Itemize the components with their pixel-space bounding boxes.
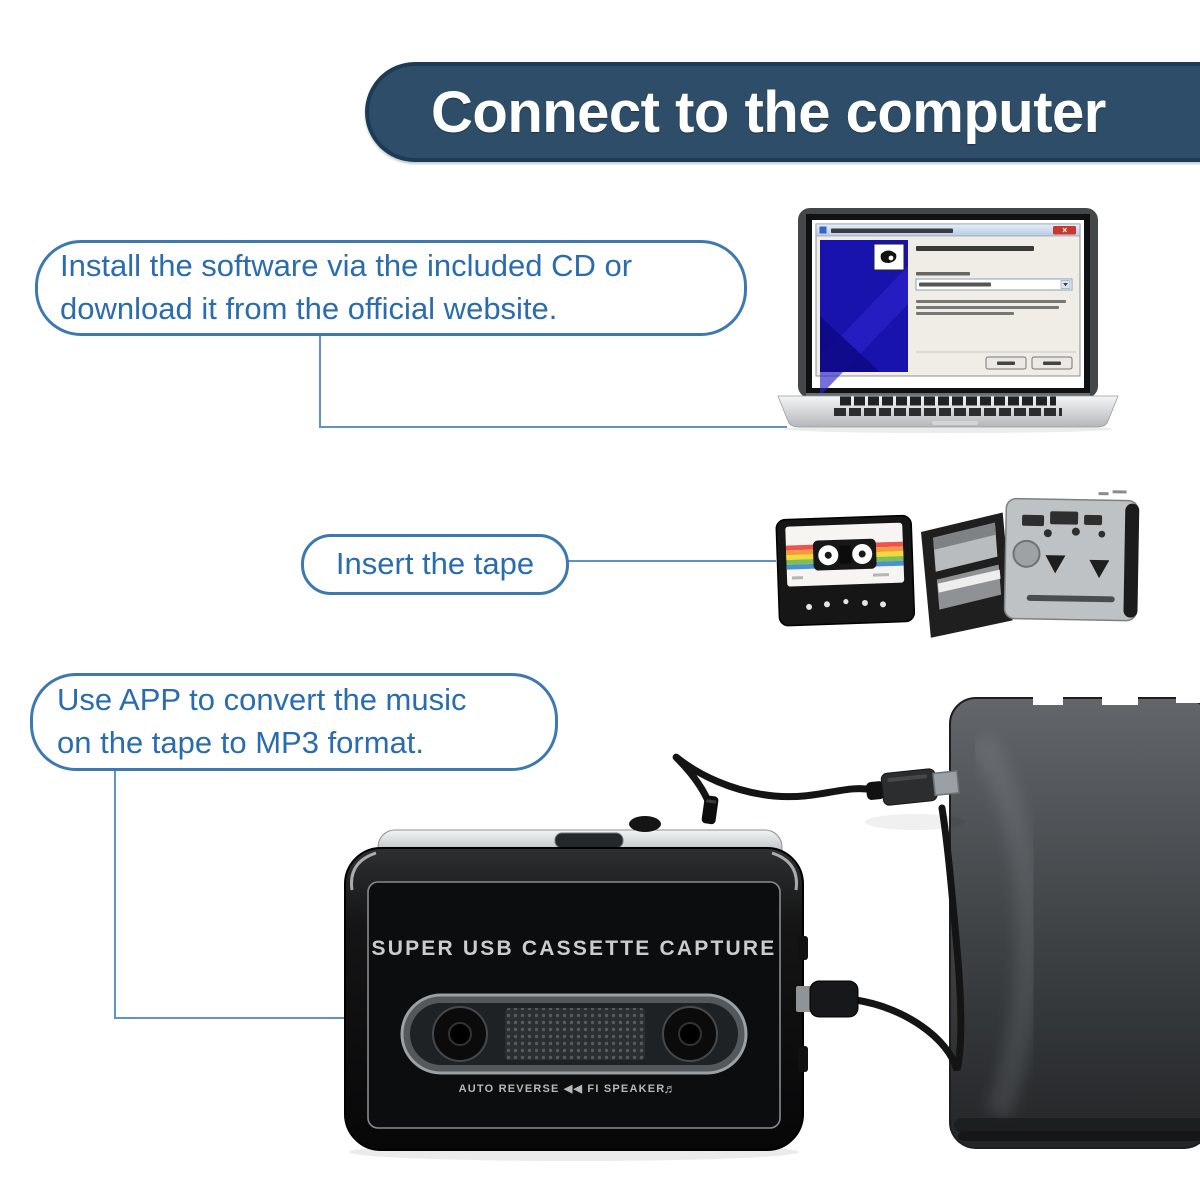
header-banner: Connect to the computer: [365, 62, 1200, 162]
laptop-trackpad-notch: [932, 421, 978, 425]
usb-cassette-converter-image: SUPER USB CASSETTE CAPTURE AUTO REVERSE …: [344, 795, 859, 1161]
player-capstan: [1012, 539, 1041, 568]
installer-combobox: [915, 278, 1073, 291]
tape-images: [775, 490, 1140, 638]
installer-next-button: [985, 356, 1027, 370]
device-switch-slot: [554, 832, 624, 849]
installer-laptop-image: [777, 208, 1119, 433]
installer-cancel-button: [1031, 356, 1073, 370]
laptop-hinge: [806, 393, 1090, 398]
player-body: [1003, 490, 1140, 622]
laptop-closed-image: [949, 690, 1200, 1149]
usb-plug: [865, 768, 960, 806]
device-cassette-window: [400, 993, 748, 1075]
bubble-line: Insert the tape: [335, 546, 535, 582]
device-side-button-2: [798, 1046, 808, 1072]
cassette-screw-holes: [806, 599, 887, 610]
device-title-text: SUPER USB CASSETTE CAPTURE: [372, 937, 777, 960]
bubble-line: Install the software via the included CD…: [60, 248, 633, 284]
page-title: Connect to the computer: [431, 79, 1106, 145]
installer-content: [915, 246, 1076, 370]
installer-sidebar: [820, 240, 908, 396]
bubble-line: download it from the official website.: [60, 291, 558, 326]
device-side-button-1: [798, 936, 808, 960]
step-bubble-insert-tape: Insert the tape: [301, 534, 569, 595]
step-bubble-use-app: Use APP to convert the music on the tape…: [30, 673, 558, 771]
installer-app-icon: [819, 226, 827, 234]
bubble-line: Use APP to convert the music: [57, 682, 467, 718]
device-subtitle-text: AUTO REVERSE ◀◀ FI SPEAKER: [459, 1083, 666, 1095]
connector-step1: [319, 331, 787, 428]
mini-usb-plug: [796, 980, 859, 1018]
laptop-port-notches: [1033, 690, 1200, 705]
connector-step3: [114, 766, 344, 1019]
music-note-icon: ♬: [664, 1081, 677, 1096]
usb-cable-side: [852, 804, 965, 1072]
cassette-player-open-image: [921, 490, 1140, 638]
step-bubble-install-software: Install the software via the included CD…: [35, 240, 747, 336]
device-top-knob: [629, 816, 661, 832]
laptop-keyboard: [834, 396, 1062, 416]
installer-dialog-window: [815, 223, 1081, 396]
installer-title-text-blur: [831, 228, 953, 233]
player-open-door: [921, 512, 1013, 638]
converter-scene: SUPER USB CASSETTE CAPTURE AUTO REVERSE …: [344, 690, 1200, 1161]
usb-cable-top: [672, 753, 878, 816]
bubble-line: on the tape to MP3 format.: [57, 725, 425, 760]
cassette-tape-image: [775, 514, 916, 627]
audio-plug-top: [701, 795, 719, 825]
installer-logo: [873, 243, 905, 271]
